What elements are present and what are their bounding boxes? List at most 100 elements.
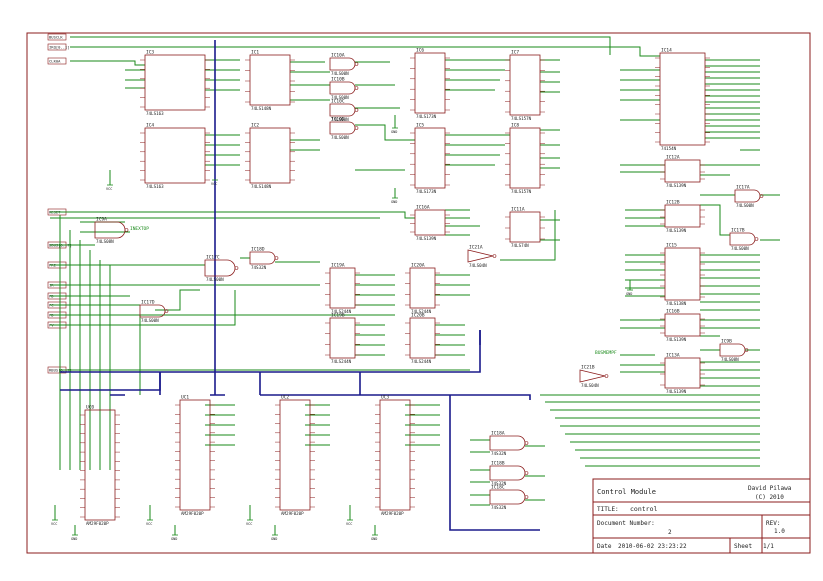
- gnd-label: GND: [71, 537, 77, 541]
- vcc-symbol: VCC: [146, 519, 153, 526]
- chip-ref: IC19A: [331, 263, 345, 269]
- title-block-date-value: 2010-06-02 23:23:22: [618, 543, 687, 550]
- chip-ic12a: IC12A 74LS139N: [660, 155, 705, 188]
- chip-ref: IC1: [251, 50, 259, 56]
- title-block-rev-value: 1.0: [774, 528, 785, 535]
- chip-ref: IC17C: [206, 255, 220, 261]
- chip-layer: IC374LS163IC474LS163IC174LS148NIC274LS14…: [51, 48, 764, 541]
- gnd-label: GND: [371, 537, 377, 541]
- vcc-label: VCC: [51, 522, 57, 526]
- chip-part: 74LS138N: [666, 301, 687, 306]
- vcc-symbol: VCC: [346, 519, 353, 526]
- chip-ic7: IC7 74LS157N: [505, 50, 545, 121]
- vcc-symbol: VCC: [211, 179, 218, 186]
- chip-ref: IC20B: [411, 313, 425, 319]
- gnd-symbol: GND: [391, 197, 398, 204]
- gnd-label: GND: [391, 200, 397, 204]
- chip-ic15: IC15 74LS138N: [660, 243, 705, 306]
- chip-ref: IC6: [416, 48, 424, 54]
- chip-ref: IC11A: [511, 207, 525, 213]
- sheet-border: [26, 32, 811, 554]
- gnd-label: GND: [171, 537, 177, 541]
- port-busclk: BUSCLK: [47, 33, 67, 41]
- chip-part: 74154N: [661, 146, 677, 151]
- chip-part: 74LS00N: [141, 318, 159, 323]
- chip-part: 74LS00N: [331, 135, 349, 140]
- port-label: CLK0A: [49, 59, 61, 64]
- title-block-copyright: (C) 2010: [755, 494, 784, 501]
- chip-ref: IC10D: [331, 117, 345, 123]
- chip-part: 74LS244N: [331, 309, 352, 314]
- chip-part: 74LS04N: [581, 383, 599, 388]
- chip-part: 74LS139N: [666, 337, 687, 342]
- chip-ref: IC7: [511, 50, 519, 56]
- chip-ref: IC18B: [491, 461, 505, 467]
- chip-part: 74LS00N: [731, 246, 749, 251]
- chip-ref: UC2: [281, 395, 289, 401]
- chip-ref: IC17B: [731, 228, 745, 234]
- chip-ic17b: IC17B 74LS00N: [729, 228, 759, 251]
- chip-part: 74LS244N: [331, 359, 352, 364]
- chip-part: 74LS139N: [666, 389, 687, 394]
- port-label: IRQ[0..1]: [49, 45, 70, 50]
- net-label-busmem: BUSMEMPF: [595, 350, 617, 356]
- gnd-symbol: GND: [71, 534, 78, 541]
- port-clk0a: CLK0A: [47, 57, 67, 65]
- title-block-sheet-value: 1/1: [763, 543, 774, 550]
- title-block-date-label: Date: [597, 543, 612, 550]
- chip-part: 74LS00N: [331, 95, 349, 100]
- port-irq-0-1-: IRQ[0..1]: [47, 43, 70, 51]
- chip-ref: UC3: [381, 395, 389, 401]
- vcc-label: VCC: [346, 522, 352, 526]
- chip-ref: IC10C: [331, 99, 345, 105]
- chip-ref: IC16A: [416, 205, 430, 211]
- chip-part: 74LS00N: [331, 71, 349, 76]
- chip-part: 74LS00N: [736, 203, 754, 208]
- vcc-label: VCC: [246, 522, 252, 526]
- chip-ref: IC5: [416, 123, 424, 129]
- chip-part: 74LS163: [146, 184, 164, 189]
- chip-ic16a: IC16A 74LS139N: [410, 205, 450, 241]
- chip-ref: IC12A: [666, 155, 680, 161]
- chip-part: AM29F020P: [181, 511, 204, 516]
- chip-ic20b: IC20B 74LS244N: [405, 313, 440, 364]
- chip-ref: IC8: [511, 123, 519, 129]
- chip-ic19b: IC19B 74LS244N: [325, 313, 360, 364]
- chip-ref: IC2: [251, 123, 259, 129]
- chip-part: 74LS157N: [511, 116, 532, 121]
- chip-part: 74LS00N: [206, 277, 224, 282]
- chip-part: 74LS74N: [511, 243, 529, 248]
- gnd-label: GND: [391, 130, 397, 134]
- chip-ref: IC18D: [251, 247, 265, 253]
- chip-part: 74LS244N: [411, 359, 432, 364]
- chip-part: 74LS139N: [416, 236, 437, 241]
- title-block-author: David Pilawa: [748, 485, 792, 492]
- chip-ref: IC15: [666, 243, 677, 249]
- chip-part: 74LS173N: [416, 189, 437, 194]
- net-label-inextop: INEXTOP: [130, 226, 149, 232]
- chip-part: 74LS139N: [666, 183, 687, 188]
- chip-part: 74S32N: [491, 451, 507, 456]
- vcc-label: VCC: [106, 187, 112, 191]
- chip-part: 74LS157N: [511, 189, 532, 194]
- chip-ref: IC19B: [331, 313, 345, 319]
- chip-ic17c: IC17C 74LS00N: [204, 255, 239, 282]
- chip-part: 74LS04N: [469, 263, 487, 268]
- vcc-label: VCC: [211, 182, 217, 186]
- chip-part: 74LS244N: [411, 309, 432, 314]
- title-block-docnum-label: Document Number:: [597, 520, 655, 527]
